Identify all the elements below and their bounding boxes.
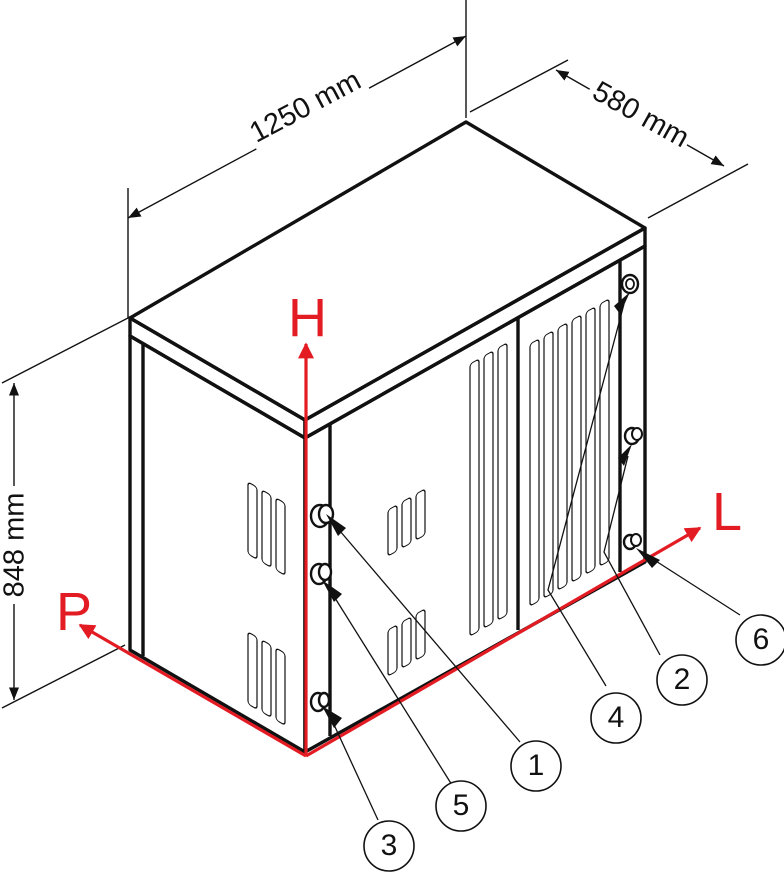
front-vent-tall-middle — [469, 343, 508, 636]
height-dimension-label: 848 mm — [0, 493, 31, 598]
axes: H L P — [56, 288, 742, 758]
callout-1-number: 1 — [528, 749, 545, 782]
callout-leaders — [322, 292, 741, 821]
callout-2-number: 2 — [674, 663, 691, 696]
fittings — [309, 273, 643, 713]
fitting-5 — [309, 562, 333, 586]
front-vent-small-upper — [387, 489, 426, 556]
side-vent-lower — [247, 632, 286, 725]
callout-1: 1 — [510, 740, 562, 792]
axis-l-label: L — [712, 482, 742, 542]
axis-p-arrow — [78, 623, 307, 758]
side-vent-upper — [247, 482, 286, 575]
fitting-4 — [620, 273, 640, 295]
front-vent-right-block — [529, 299, 610, 606]
front-vent-small-lower — [387, 609, 426, 676]
vent-grilles — [247, 299, 610, 725]
fitting-2 — [623, 426, 643, 446]
callout-4: 4 — [590, 692, 642, 744]
callout-6: 6 — [735, 614, 784, 666]
callout-2: 2 — [656, 654, 708, 706]
callout-6-number: 6 — [753, 623, 770, 656]
callout-4-number: 4 — [608, 701, 625, 734]
callout-5: 5 — [435, 780, 487, 832]
callout-5-number: 5 — [453, 789, 470, 822]
callout-3: 3 — [363, 820, 415, 872]
axis-h-label: H — [288, 288, 327, 348]
fitting-6 — [622, 533, 642, 551]
fitting-3 — [309, 691, 331, 713]
axis-p-label: P — [56, 582, 92, 642]
callout-3-number: 3 — [381, 829, 398, 862]
callouts: 1 2 3 4 5 6 — [363, 614, 784, 872]
axis-l-arrow — [305, 526, 702, 758]
